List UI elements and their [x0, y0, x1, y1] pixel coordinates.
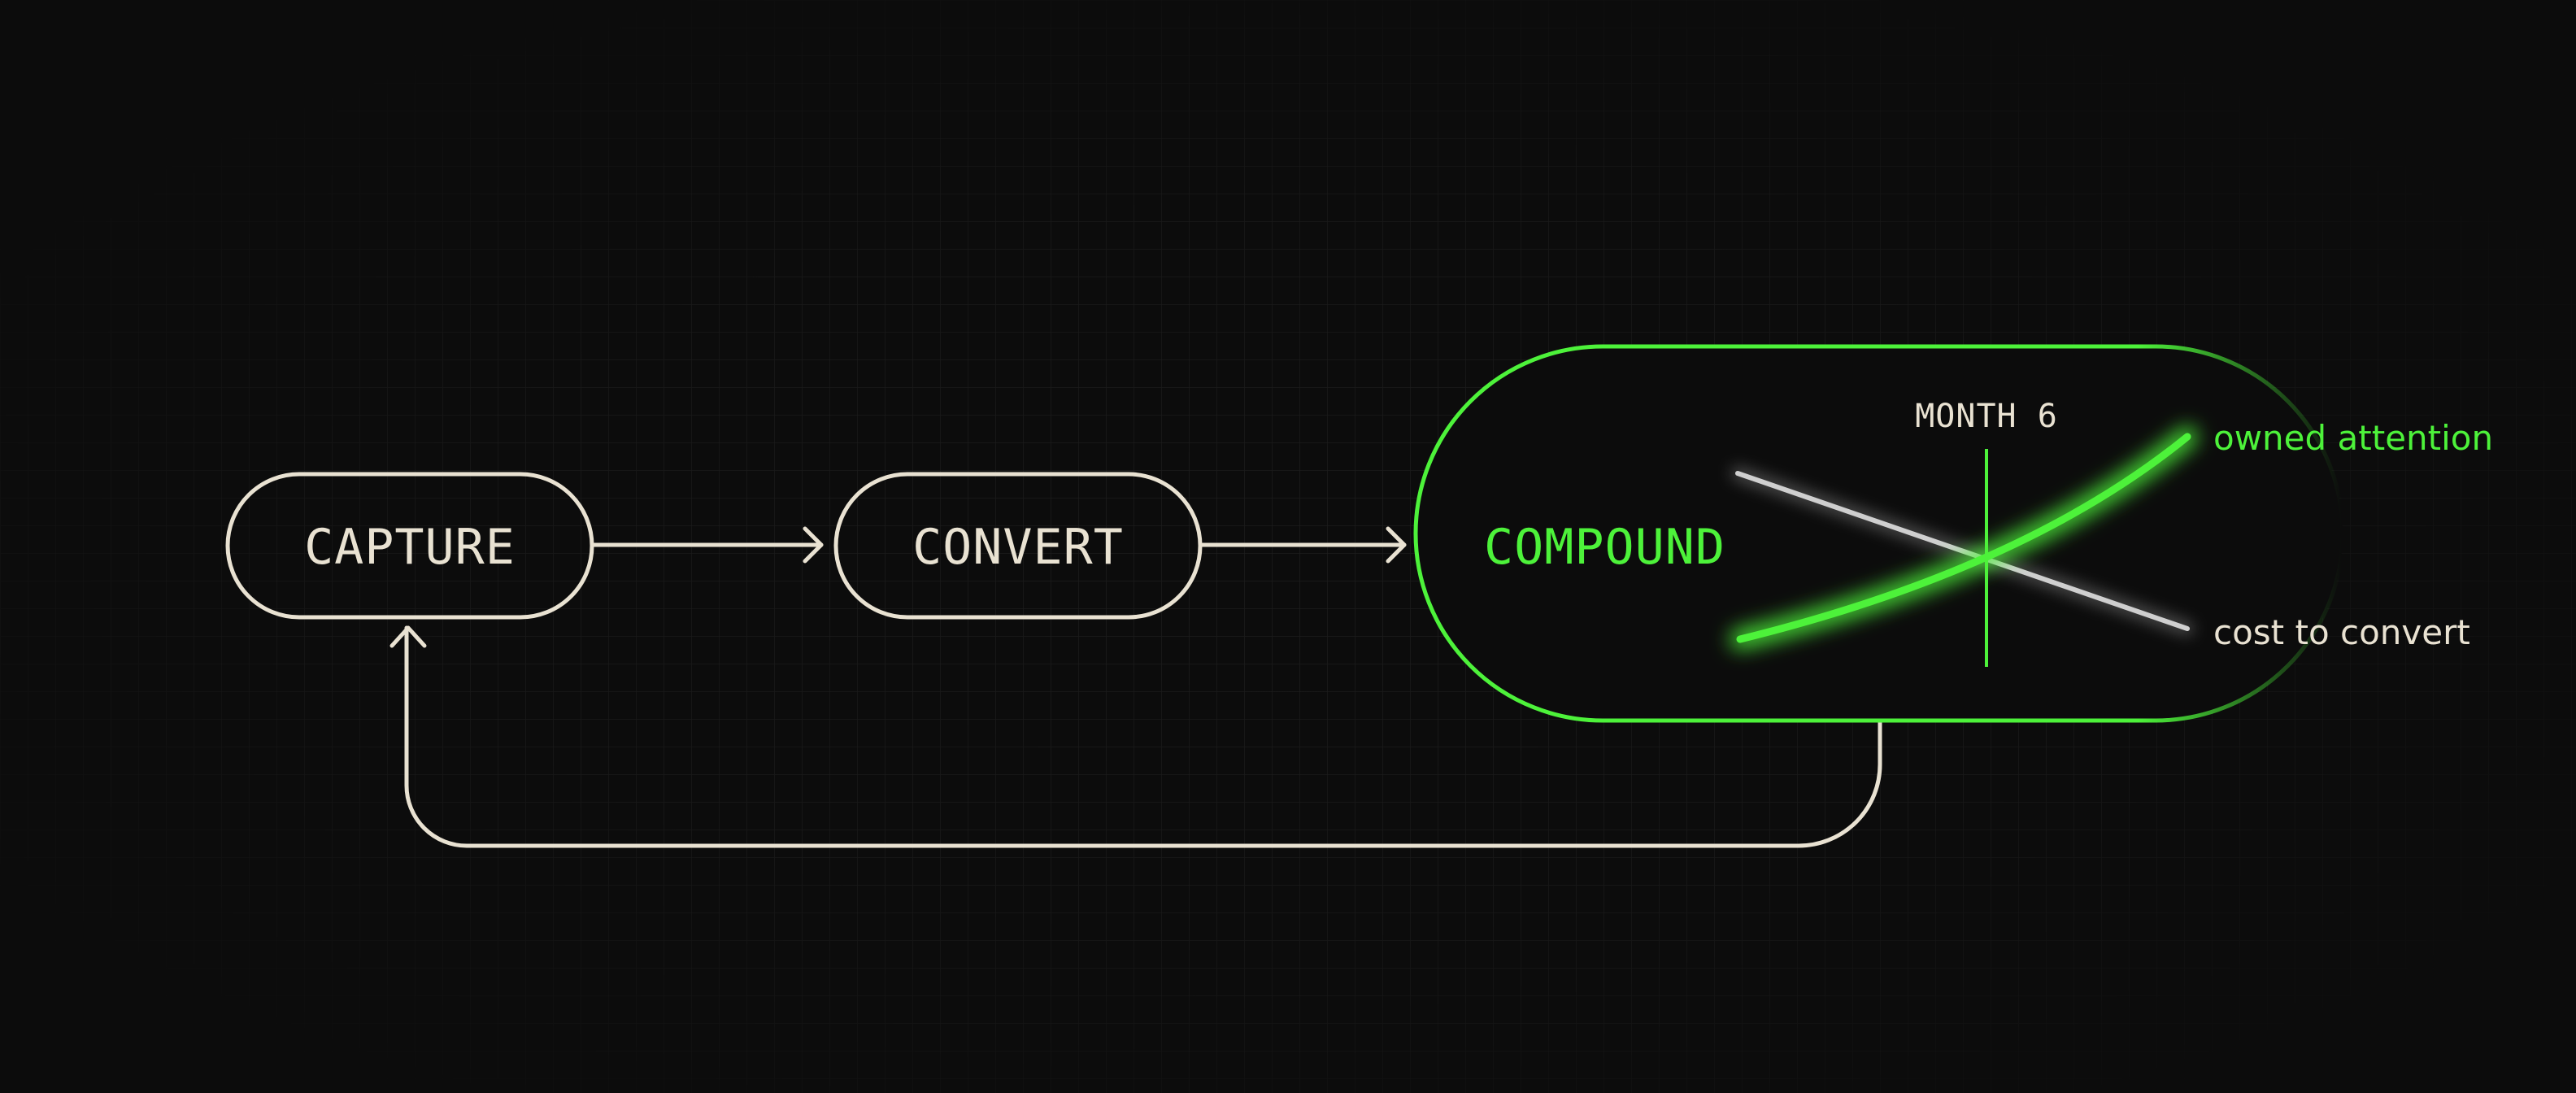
- cost-to-convert-line: [1735, 471, 2190, 631]
- node-convert-label: CONVERT: [912, 519, 1124, 576]
- arrowhead-convert: [803, 526, 824, 564]
- node-capture-pill: [225, 472, 594, 620]
- arrowhead-compound: [1386, 526, 1407, 564]
- node-compound-pill: [1413, 344, 2345, 723]
- cost-to-convert-label: cost to convert: [2213, 612, 2470, 652]
- node-convert: CONVERT: [833, 472, 1203, 620]
- arrowhead-capture: [389, 625, 427, 648]
- owned-attention-curve: [1736, 433, 2191, 643]
- node-capture-label: CAPTURE: [304, 519, 516, 576]
- node-compound-label: COMPOUND: [1484, 519, 1725, 576]
- feedback-loop-path: [404, 625, 1882, 848]
- node-capture: CAPTURE: [225, 472, 594, 620]
- node-compound: COMPOUND: [1413, 344, 2345, 723]
- owned-attention-label: owned attention: [2213, 418, 2493, 458]
- inset-chart: MONTH 6 owned attention cost to convert: [1730, 398, 2493, 667]
- connectors: [389, 526, 1882, 848]
- node-convert-pill: [833, 472, 1203, 620]
- month-6-label: MONTH 6: [1915, 398, 2058, 435]
